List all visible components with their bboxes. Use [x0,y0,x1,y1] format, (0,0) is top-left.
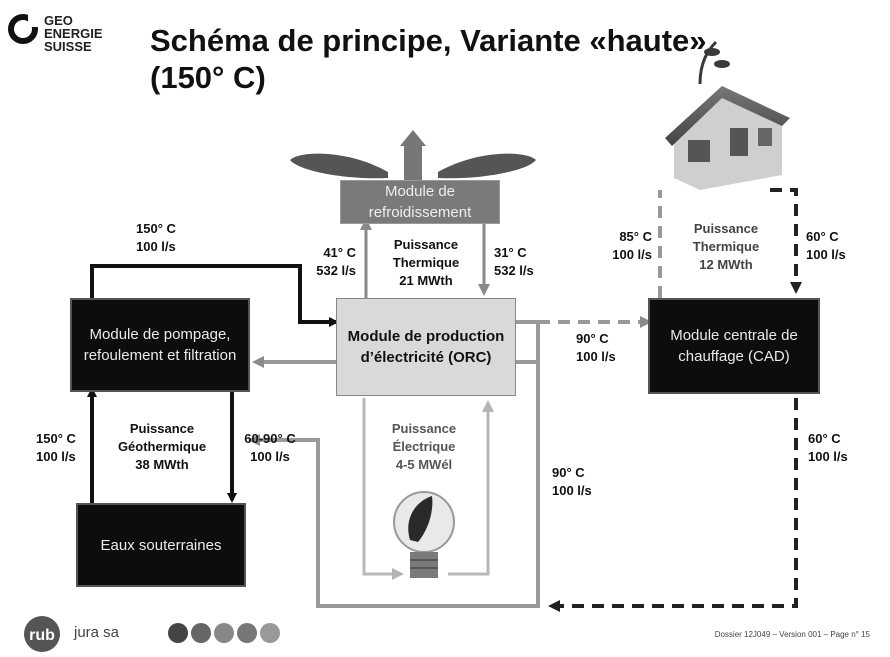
module-orc-label: Module de production d’électricité (ORC) [347,328,505,366]
module-cad: Module centrale de chauffage (CAD) [648,298,820,394]
label-temp: 90° C [552,465,585,480]
electricity-flows [362,398,494,580]
label-cooling-out: 31° C 532 l/s [494,244,534,280]
module-orc: Module de production d’électricité (ORC) [336,298,516,396]
label-top-left-flow: 150° C 100 l/s [136,220,176,256]
geo-energie-suisse-logo: GEO ENERGIE SUISSE [8,6,128,53]
label-rate: 100 l/s [806,247,846,262]
label-rate: 100 l/s [250,449,290,464]
label-rate: 100 l/s [808,449,848,464]
label-rate: 532 l/s [316,263,356,278]
module-refroidissement: Module de refroidissement [340,180,500,224]
page-title: Schéma de principe, Variante «haute» (15… [150,22,707,96]
label-line: Puissance [393,237,459,252]
label-line: Puissance [693,221,759,236]
label-line: 38 MWth [135,457,189,472]
rub-logo-text: rub [29,627,55,644]
label-temp: 60° C [808,431,841,446]
label-cad-in: 85° C 100 l/s [592,228,652,264]
label-orc-to-cad: 90° C 100 l/s [576,330,616,366]
cooling-flows [360,218,490,298]
logo-line-1: GEO [44,13,73,28]
mountain-icon [168,623,188,643]
label-rate: 100 l/s [552,483,592,498]
drop-icon [191,623,211,643]
module-refroidissement-label: Module de refroidissement [368,183,472,221]
footer-document-ref: Dossier 12J049 – Version 001 – Page n° 1… [714,630,870,639]
light-bulb-icon [393,491,455,578]
label-temp: 60-90° C [244,431,296,446]
label-cooling-power: Puissance Thermique 21 MWth [378,236,474,290]
label-cad-out-right: 60° C 100 l/s [808,430,848,466]
label-rate: 100 l/s [612,247,652,262]
label-line: Puissance [129,421,195,436]
label-temp: 90° C [576,331,609,346]
label-temp: 60° C [806,229,839,244]
label-geo-up: 150° C 100 l/s [36,430,76,466]
label-line: Thermique [392,255,460,270]
label-line: 12 MWth [699,257,753,272]
label-geo-power: Puissance Géothermique 38 MWth [104,420,220,474]
label-rate: 532 l/s [494,263,534,278]
fan-icon [290,130,536,182]
logo-ring-icon [8,14,38,44]
label-line: 21 MWth [399,273,453,288]
logo-line-2: ENERGIE [44,26,103,41]
label-temp: 150° C [136,221,176,236]
leaf-icon [237,623,257,643]
logo-line-3: SUISSE [44,39,92,54]
label-return-flow: 90° C 100 l/s [552,464,592,500]
label-temp: 31° C [494,245,527,260]
logo-text: GEO ENERGIE SUISSE [44,14,103,53]
label-elec-power: Puissance Électrique 4-5 MWél [376,420,472,474]
label-geo-down: 60-90° C 100 l/s [232,430,308,466]
eaux-souterraines: Eaux souterraines [76,503,246,587]
label-line: Thermique [692,239,760,254]
footer-company: jura sa [74,624,120,641]
label-line: Puissance [391,421,457,436]
label-temp: 85° C [619,229,652,244]
label-line: Géothermique [117,439,207,454]
label-cooling-in: 41° C 532 l/s [296,244,356,280]
label-cad-power: Puissance Thermique 12 MWth [676,220,776,274]
geothermal-flows [87,264,339,505]
sun-icon [214,623,234,643]
house-icon [665,40,790,190]
label-cad-out-top: 60° C 100 l/s [806,228,846,264]
module-pompage: Module de pompage, refoulement et filtra… [70,298,250,392]
eaux-souterraines-label: Eaux souterraines [100,536,222,554]
title-line-1: Schéma de principe, Variante «haute» [150,23,707,58]
label-rate: 100 l/s [136,239,176,254]
label-rate: 100 l/s [36,449,76,464]
globe-icon [260,623,280,643]
district-heating-flows [538,188,802,612]
label-temp: 150° C [36,431,76,446]
label-line: 4-5 MWél [395,457,453,472]
module-cad-label: Module centrale de chauffage (CAD) [670,327,798,365]
label-line: Électrique [392,439,456,454]
rub-logo: rub [24,616,60,652]
title-line-2: (150° C) [150,60,266,95]
label-rate: 100 l/s [576,349,616,364]
footer-icon-row [168,623,280,643]
module-pompage-label: Module de pompage, refoulement et filtra… [83,326,237,364]
label-temp: 41° C [323,245,356,260]
